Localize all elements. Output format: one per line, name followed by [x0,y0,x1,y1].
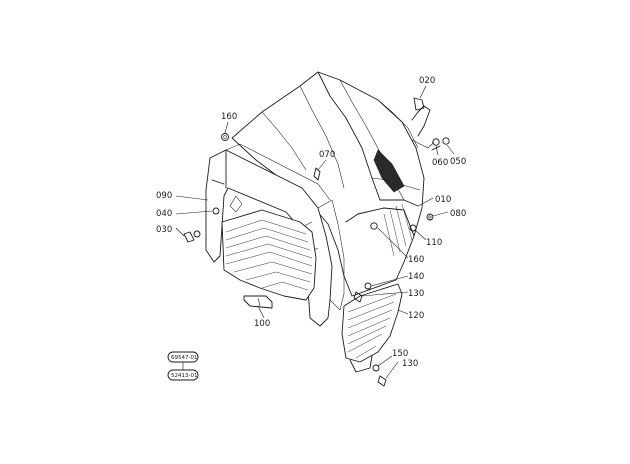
code-stamp-2-text: 52413-01 [171,373,197,379]
callout-040: 040 [156,209,172,219]
callout-090: 090 [156,191,172,201]
callout-070: 070 [319,150,335,160]
callout-100: 100 [254,319,270,329]
bonnet-body [231,71,435,297]
callout-020: 020 [419,76,435,86]
code-stamp-2 [167,369,199,381]
callout-030: 030 [156,225,172,235]
callout-150: 150 [392,349,408,359]
callout-120: 120 [408,311,424,321]
callout-060: 060 [432,158,448,168]
right-grille [341,283,403,373]
callout-labels: 020 160 070 060 050 090 010 040 080 030 … [156,76,466,369]
callout-160-top: 160 [221,112,237,122]
callout-160-lower: 160 [408,255,424,265]
leader-lines [175,85,455,379]
callout-130-lower: 130 [402,359,418,369]
fasteners [183,97,450,387]
code-stamp-1-text: 69547-01 [171,355,197,361]
callout-050: 050 [450,157,466,167]
left-grille [221,209,317,309]
part-code-stamps: 69547-01 52413-01 [167,351,199,381]
callout-010: 010 [435,195,451,205]
callout-130-upper: 130 [408,289,424,299]
callout-140: 140 [408,272,424,282]
callout-110: 110 [426,238,442,248]
callout-080: 080 [450,209,466,219]
